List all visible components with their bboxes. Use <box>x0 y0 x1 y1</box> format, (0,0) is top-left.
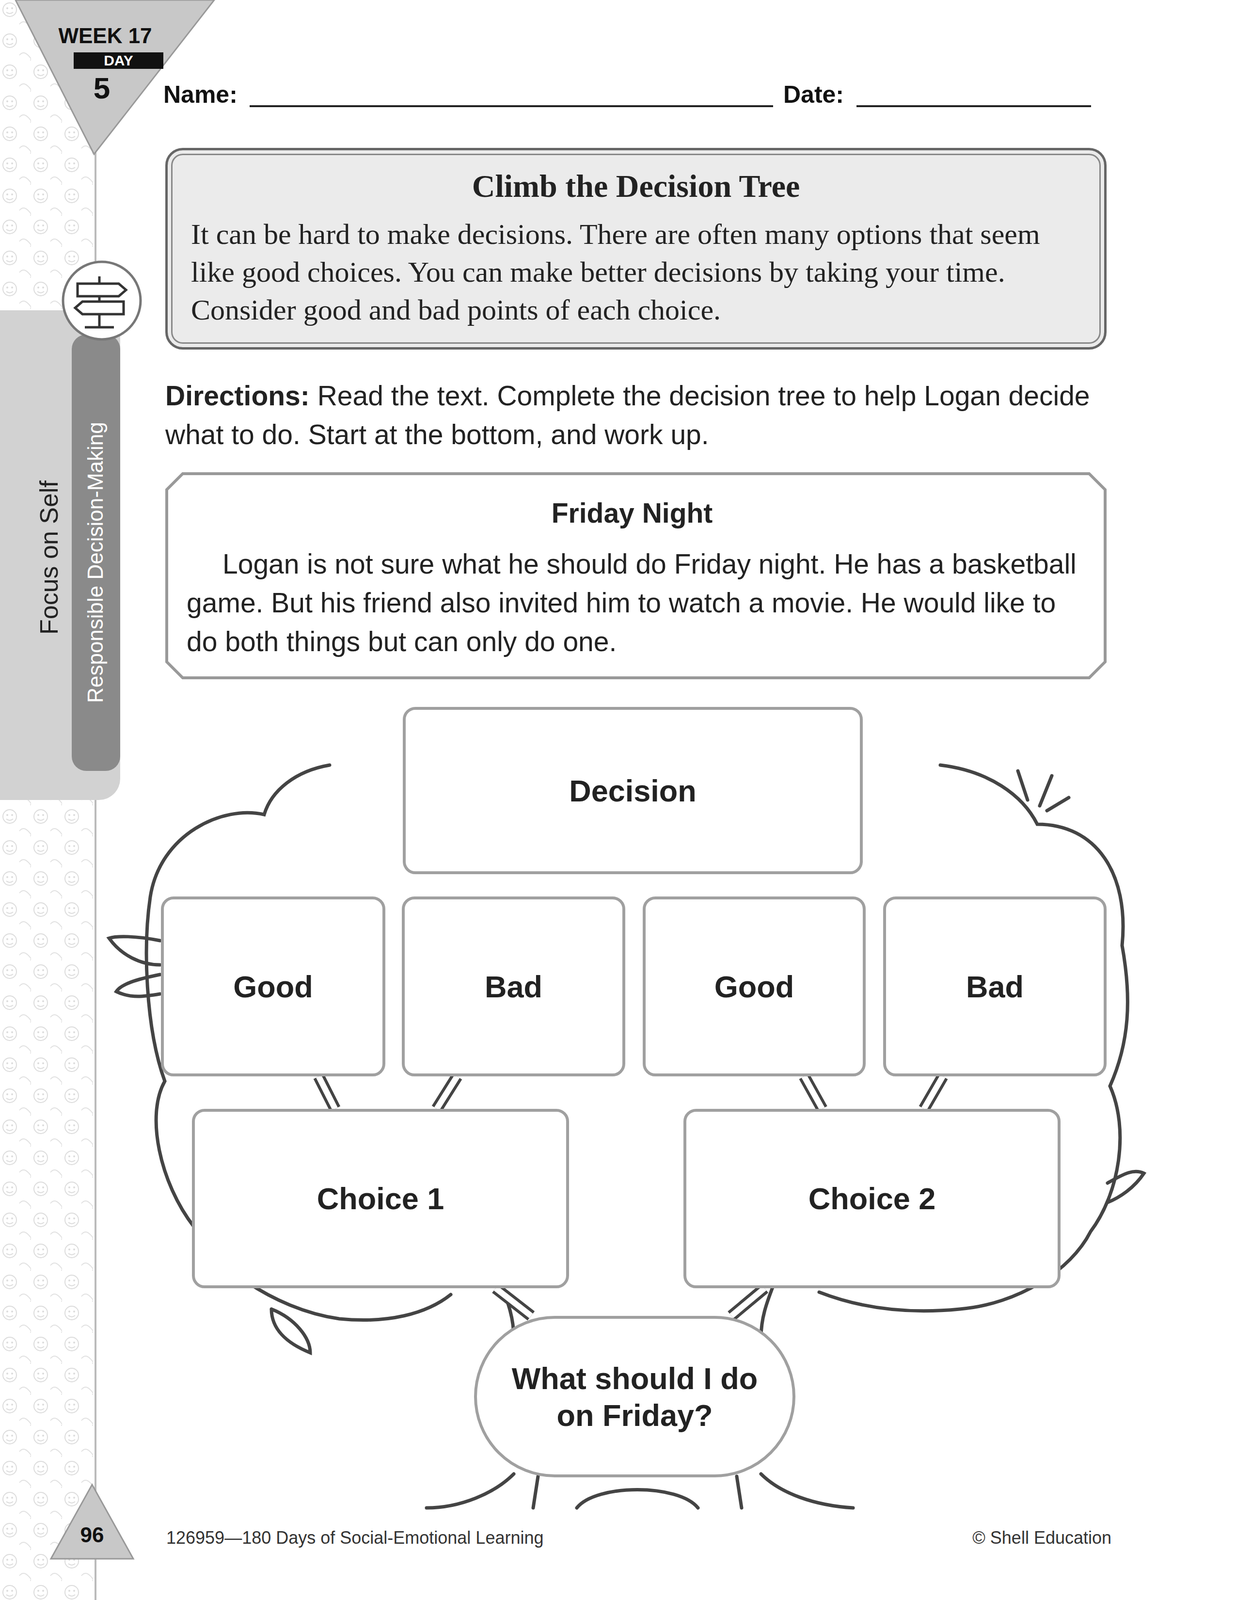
branch-connector <box>923 1076 943 1109</box>
node-body: It can be hard to make decisions. There … <box>190 215 1081 329</box>
branch-outline <box>731 1287 765 1316</box>
branch-outline <box>318 1076 335 1109</box>
day-triangle <box>15 0 215 155</box>
decision-box: Decision <box>402 706 863 874</box>
tree-outline <box>109 764 1144 1508</box>
branch-connector <box>318 1076 335 1109</box>
day-number: 5 <box>77 70 127 106</box>
directions-paragraph: Directions:Read the text. Complete the d… <box>165 376 1135 454</box>
node-heading: Good <box>714 967 794 1005</box>
branch-outline <box>495 1287 532 1316</box>
question-pill: What should I do on Friday? <box>474 1315 796 1477</box>
bad-box: Bad <box>883 896 1107 1077</box>
node-heading: Bad <box>966 967 1024 1005</box>
node-heading: What should I do on Friday? <box>501 1359 769 1434</box>
intro-box: Climb the Decision Tree It can be hard to… <box>165 147 1107 350</box>
tab-title: Focus on Self <box>31 387 66 728</box>
branch-fill <box>923 1076 943 1109</box>
node-heading: Choice 2 <box>808 1179 936 1217</box>
branch-outline <box>436 1076 458 1109</box>
branch-connector <box>495 1287 532 1316</box>
branch-connector <box>804 1076 823 1109</box>
node-heading: Decision <box>569 772 697 809</box>
date-label: Date: <box>783 79 856 110</box>
branch-connector <box>436 1076 458 1109</box>
good-box: Good <box>160 896 386 1077</box>
branch-outline <box>804 1076 823 1109</box>
node-body: Logan is not sure what he should do Frid… <box>186 544 1078 661</box>
date-line <box>856 105 1092 108</box>
day-band <box>73 52 164 69</box>
choice-box: Choice 2 <box>683 1108 1061 1288</box>
copyright: © Shell Education <box>824 1526 1112 1549</box>
name-line <box>249 105 774 108</box>
node-heading: Bad <box>484 967 543 1005</box>
node-heading: Climb the Decision Tree <box>190 166 1081 206</box>
name-label: Name: <box>163 79 246 110</box>
node-heading: Choice 1 <box>316 1179 445 1217</box>
branch-outline <box>923 1076 943 1109</box>
footer-text: 126959—180 Days of Social-Emotional Lear… <box>166 1526 700 1549</box>
node-heading: Friday Night <box>186 493 1078 533</box>
branch-fill <box>436 1076 458 1109</box>
signpost-symbol <box>75 276 127 328</box>
choice-box: Choice 1 <box>191 1108 570 1288</box>
bad-box: Bad <box>401 896 626 1077</box>
branch-fill <box>731 1287 765 1316</box>
directions-heading: Directions: <box>165 380 310 412</box>
signpost-icon <box>63 261 141 340</box>
branch-connector <box>731 1287 765 1316</box>
octagon-shape <box>166 473 1106 678</box>
page-number: 96 <box>67 1521 117 1548</box>
branch-fill <box>804 1076 823 1109</box>
node-heading: Good <box>233 967 313 1005</box>
story-box: Friday NightLogan is not sure what he sh… <box>165 472 1107 680</box>
branch-fill <box>495 1287 532 1316</box>
day-label: DAY <box>73 52 164 69</box>
page-number-triangle <box>50 1484 134 1559</box>
week-label: WEEK 17 <box>32 23 178 49</box>
tab-subtitle: Responsible Decision-Making <box>80 319 111 805</box>
branch-fill <box>318 1076 335 1109</box>
good-box: Good <box>642 896 866 1077</box>
